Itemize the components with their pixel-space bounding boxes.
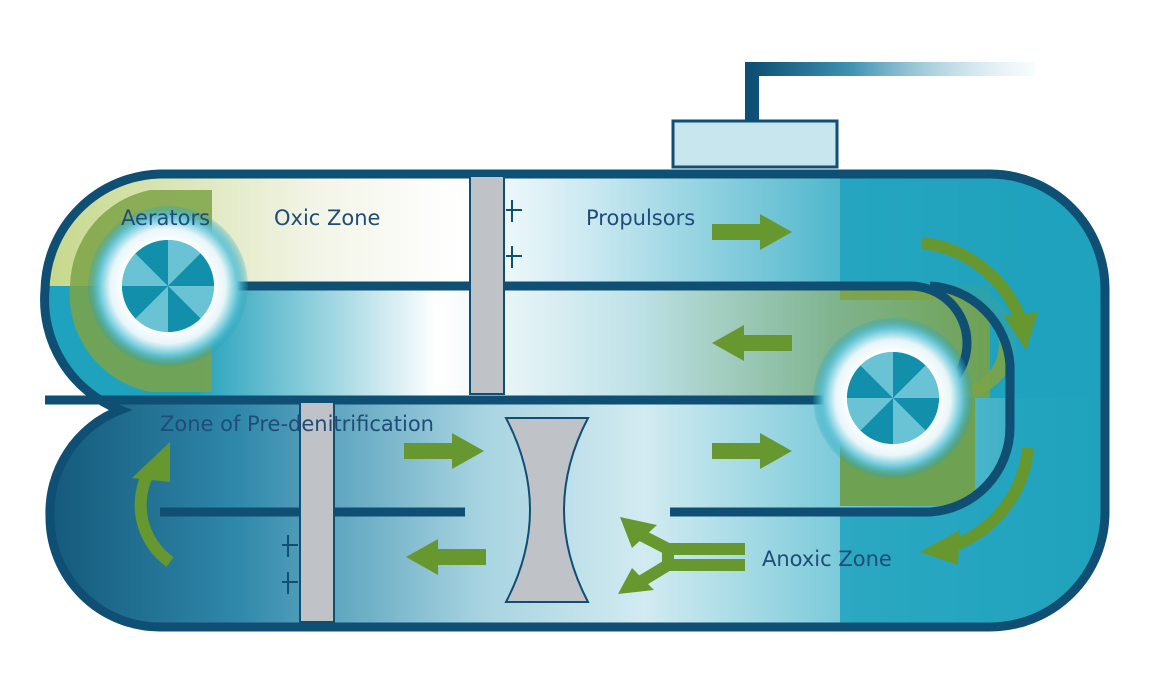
aerator-wheel-icon	[88, 206, 248, 366]
aerators-label: Aerators	[121, 206, 210, 230]
upper-baffle-ticks	[506, 200, 522, 268]
flow-arrow-icon	[404, 433, 484, 469]
tank-outline	[40, 169, 1110, 632]
hourglass-mixer-icon	[504, 417, 590, 603]
lower-right-divider-wall	[670, 281, 1015, 517]
outlet-pipe	[745, 62, 1035, 122]
flow-arrow-icon	[712, 214, 792, 250]
curved-flow-arrow-icon	[952, 447, 1034, 551]
lower-baffle-ticks	[282, 535, 298, 594]
curved-arrowhead	[132, 442, 170, 482]
split-flow-arrow-icon	[630, 525, 745, 591]
split-arrowhead	[620, 517, 657, 548]
lower-baffle	[299, 401, 335, 623]
flow-arrow-icon	[712, 325, 792, 361]
flow-arrow-icon	[712, 433, 792, 469]
pre-denitrification-label: Zone of Pre-denitrification	[160, 412, 434, 436]
upper-baffle	[469, 175, 505, 395]
propulsors-label: Propulsors	[586, 206, 695, 230]
anoxic-zone-label: Anoxic Zone	[762, 547, 892, 571]
flow-arrow-icon	[406, 539, 486, 575]
split-arrowhead	[618, 568, 654, 594]
curved-arrowhead	[920, 530, 960, 565]
oxic-zone-label: Oxic Zone	[274, 206, 380, 230]
blower-box	[671, 119, 839, 169]
curved-flow-arrow-icon	[134, 467, 174, 567]
propulsor-icon	[813, 318, 973, 478]
curved-flow-arrow-icon	[921, 237, 1026, 321]
right-olive-band	[840, 286, 1016, 398]
curved-arrowhead	[1004, 312, 1038, 350]
